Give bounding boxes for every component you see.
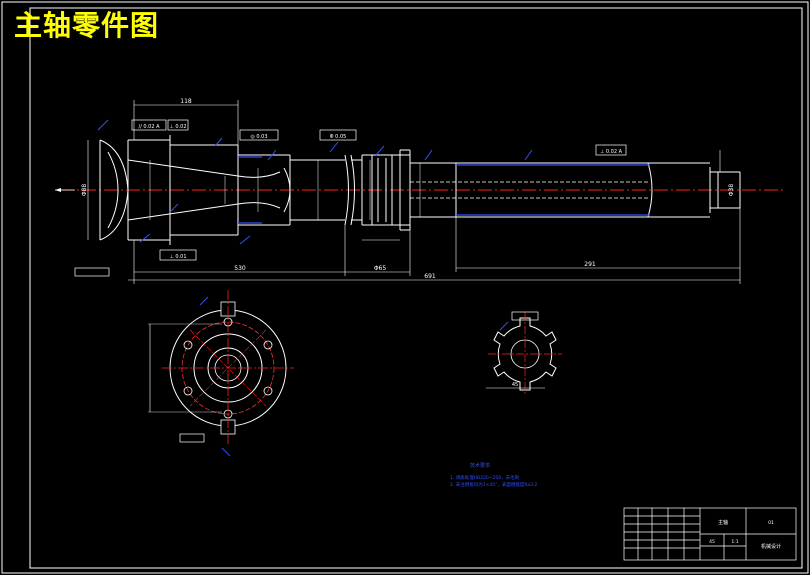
dim-top-length: 118	[180, 98, 192, 105]
shaft-outline	[99, 135, 741, 245]
tolerance-frame-3: ◎ 0.03	[250, 134, 267, 140]
tolerance-frame-2: ⊥ 0.02	[169, 124, 186, 130]
view-arrow-head	[55, 188, 61, 192]
title-block-material: 45	[709, 539, 715, 545]
section-dimension-ticks	[149, 160, 421, 220]
title-block-sheet: 01	[768, 520, 774, 526]
notes-heading: 技术要求	[470, 462, 490, 469]
title-block-school: 机械设计	[761, 543, 781, 550]
flange-end-view	[148, 290, 294, 457]
bore-hidden-lines	[410, 181, 650, 199]
dimension-lines	[87, 100, 741, 284]
notes-line-1: 1. 调质处理HB220~250，去毛刺	[450, 474, 520, 481]
dim-right-length: 291	[584, 261, 596, 268]
dim-right-diameter: Φ38	[728, 184, 735, 197]
spline-dimension: 45	[512, 382, 518, 388]
title-block	[623, 507, 797, 561]
title-block-scale: 1:1	[731, 539, 738, 545]
dim-left-diameter: Φ88	[81, 184, 88, 197]
dim-middle-length: Φ65	[374, 265, 387, 272]
tolerance-frame-6: ⊥ 0.01	[169, 254, 186, 260]
dim-total-length: 691	[424, 273, 436, 280]
spline-section-view: 45	[486, 311, 562, 396]
drawing-title: 主轴零件图	[14, 9, 160, 42]
tolerance-frame-1: // 0.02 A	[138, 124, 160, 130]
title-block-name: 主轴	[718, 519, 728, 526]
inner-border	[29, 7, 803, 569]
reference-box	[74, 267, 110, 277]
roughness-leaders	[97, 119, 533, 245]
tolerance-frame-4: Φ 0.05	[330, 134, 347, 140]
notes-line-2: 2. 未注倒角均为1×45°，表面粗糙度Ra3.2	[450, 481, 537, 488]
tolerance-frame-5: ⊥ 0.02 A	[600, 149, 623, 155]
keyway-band	[238, 156, 650, 224]
dim-center-length: 530	[234, 265, 246, 272]
tolerance-frames	[131, 119, 627, 261]
